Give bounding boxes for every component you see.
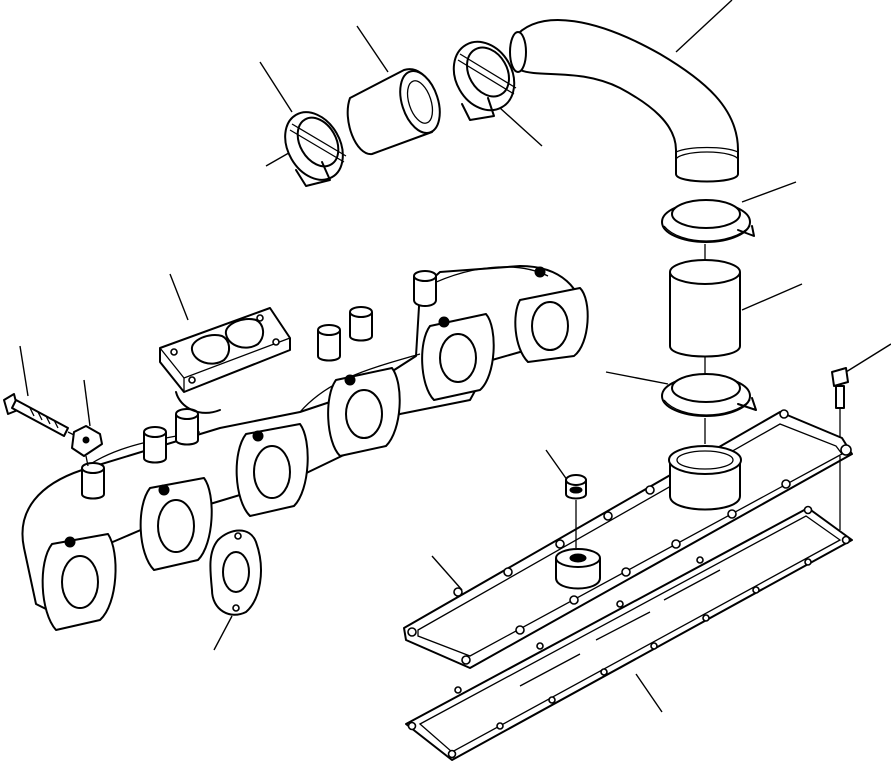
leader-bolt-left: [20, 346, 28, 396]
intake-cover: [404, 410, 852, 668]
leader-lines: [20, 0, 891, 712]
leader-clamp-left-top: [260, 62, 292, 112]
manifold-gasket: [210, 531, 261, 615]
hose-vertical: [670, 244, 740, 357]
leader-clamp-lower-left: [606, 372, 668, 384]
bolt-right: [832, 368, 848, 530]
turbo-gasket: [160, 308, 290, 413]
intake-cover-outlet: [669, 446, 741, 510]
short-hose-upper: [348, 66, 447, 154]
hose-clamp-upper-left: [273, 102, 354, 190]
manifold-stud-dots: [65, 267, 545, 547]
leader-upper-pipe: [676, 0, 732, 52]
intake-cover-bolt-holes: [408, 410, 851, 664]
leader-short-hose-top: [357, 26, 388, 72]
elbow-pipe: [510, 20, 738, 181]
cover-gasket-holes: [409, 507, 850, 758]
manifold-port-flanges: [43, 288, 588, 630]
leader-cover: [432, 556, 462, 590]
leader-washer-left: [84, 380, 90, 426]
intake-cover-boss: [556, 549, 600, 589]
washer-left: [72, 426, 102, 466]
hose-clamp-upper-right: [442, 31, 526, 121]
leader-manifold-gasket: [214, 616, 232, 650]
exhaust-manifold: [22, 266, 587, 630]
manifold-bosses: [82, 271, 436, 499]
leader-clamp-right-bottom: [500, 108, 542, 146]
grommet: [566, 475, 586, 548]
hose-clamp-vertical-bottom: [662, 356, 756, 444]
cover-gasket: [406, 507, 852, 761]
hose-clamp-vertical-top: [662, 200, 754, 242]
leader-clamp-upper-right: [742, 182, 796, 202]
leader-hose-vertical: [742, 284, 802, 310]
leader-bolt-right: [846, 344, 891, 372]
leader-cover-gasket: [636, 674, 662, 712]
leader-turbo-gasket: [170, 274, 188, 320]
